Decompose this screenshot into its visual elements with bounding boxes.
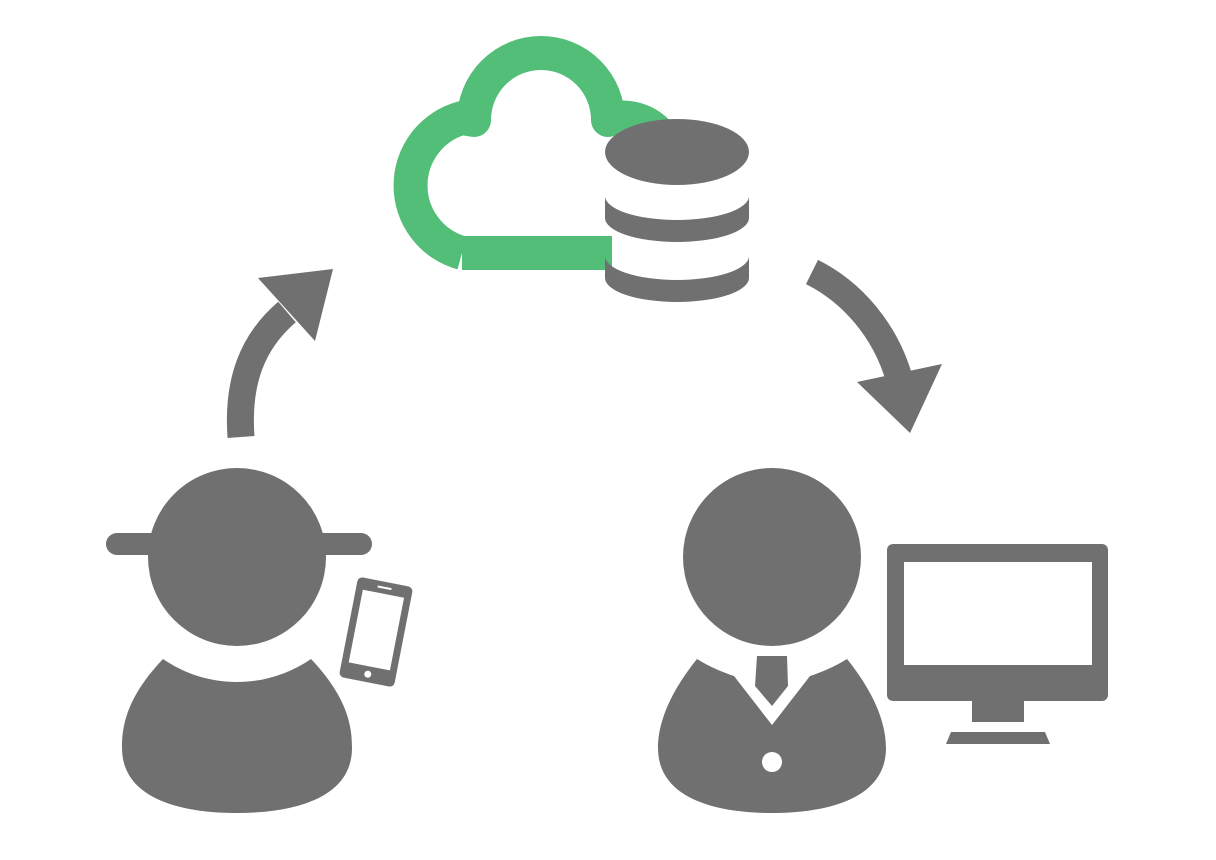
cloud-icon [393,36,674,270]
desktop-monitor-icon [887,544,1108,744]
office-worker-body [658,659,886,813]
curved-arrow-up-icon [226,269,333,438]
cloud-database-icon [393,36,749,302]
worker-body [122,659,352,813]
database-icon [605,119,749,302]
worker-head [148,468,326,646]
button-dot [762,752,782,772]
office-worker-icon [658,468,886,813]
curved-arrow-down-icon [805,259,942,433]
field-worker-icon [106,468,413,813]
office-worker-head [683,468,861,646]
smartphone-icon [339,577,413,687]
tie-icon [755,656,788,706]
